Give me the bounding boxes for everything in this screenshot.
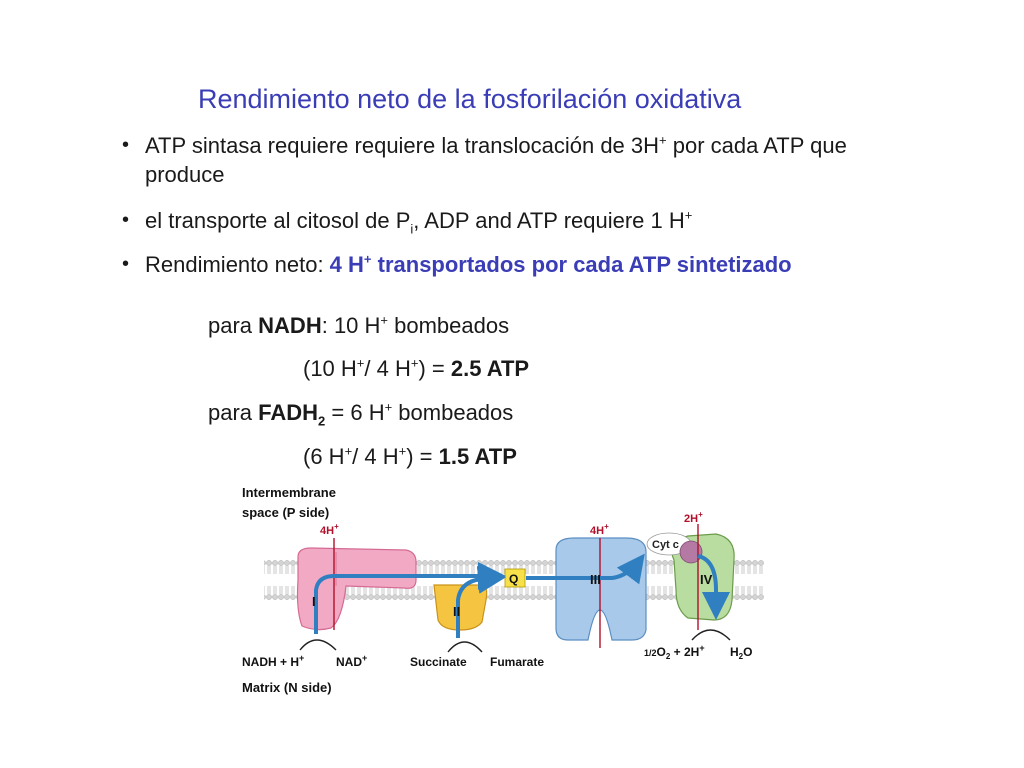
bullet-1-sup: + <box>659 132 667 148</box>
svg-text:Fumarate: Fumarate <box>490 655 544 669</box>
svg-text:IV: IV <box>700 572 713 587</box>
bullet-3-highlight: 4 H <box>329 252 364 277</box>
svg-text:Cyt c: Cyt c <box>652 539 679 551</box>
electron-transport-chain-diagram: Intermembrane space (P side) 4H+ 4H+ 2H+… <box>242 485 764 695</box>
oxygen-label: 1/2O2 + 2H+ <box>644 643 705 661</box>
complex-i <box>296 547 417 631</box>
svg-text:Succinate: Succinate <box>410 655 467 669</box>
bullet-1-text-end: por cada ATP que <box>666 133 847 158</box>
svg-text:Matrix (N side): Matrix (N side) <box>242 680 332 695</box>
svg-text:Intermembrane: Intermembrane <box>242 485 336 500</box>
succinate-arc <box>447 641 483 653</box>
fadh2-result: 1.5 ATP <box>438 444 517 469</box>
nad-label: NAD+ <box>336 653 367 669</box>
proton-2h-iv: 2H+ <box>684 510 703 525</box>
slide-title: Rendimiento neto de la fosforilación oxi… <box>198 84 742 114</box>
nadh-line: para NADH: 10 H+ bombeados <box>208 312 510 338</box>
nadh-h-label: NADH + H+ <box>242 653 304 669</box>
nadh-equation: (10 H+/ 4 H+) = 2.5 ATP <box>303 355 530 381</box>
complex-iii-label: III <box>590 572 601 587</box>
succinate-label: Succinate <box>410 655 467 669</box>
svg-text:space (P side): space (P side) <box>242 505 329 520</box>
fadh2-equation: (6 H+/ 4 H+) = 1.5 ATP <box>303 443 517 469</box>
p-side-label-2: space (P side) <box>242 505 329 520</box>
svg-text:III: III <box>590 572 601 587</box>
nadh-arc <box>299 639 337 651</box>
cyt-c-label: Cyt c <box>652 539 679 551</box>
svg-text:II: II <box>453 604 460 619</box>
proton-4h-iii: 4H+ <box>590 522 609 537</box>
bullet-3-text: Rendimiento neto: <box>145 252 330 277</box>
complex-ii-label: II <box>453 604 460 619</box>
electron-arrow-iv <box>697 554 730 620</box>
fadh2-label: FADH2 <box>258 400 326 429</box>
bullet-dot: • <box>122 134 130 156</box>
complex-iv-label: IV <box>700 572 713 587</box>
bullet-2-text-end: , ADP and ATP requiere 1 H <box>413 208 685 233</box>
bullet-2-sup: + <box>684 207 693 223</box>
fumarate-label: Fumarate <box>490 655 544 669</box>
p-side-label-1: Intermembrane <box>242 485 336 500</box>
oxygen-arc <box>691 629 731 641</box>
bullet-dot: • <box>122 253 130 275</box>
bullet-3-sup: + <box>363 251 372 267</box>
q-label: Q <box>509 572 518 586</box>
nadh-result: 2.5 ATP <box>450 356 530 381</box>
n-side-label: Matrix (N side) <box>242 680 332 695</box>
svg-text:I: I <box>312 594 316 609</box>
bullet-2-sub: i <box>410 221 414 237</box>
fadh2-line: para FADH2 = 6 H+ bombeados <box>208 399 514 429</box>
electron-arrow-ii <box>456 565 506 638</box>
complex-iii <box>555 537 647 641</box>
electron-arrow-i <box>314 562 506 634</box>
bullet-3-highlight-end: transportados por cada ATP sintetizado <box>371 252 792 277</box>
bullet-1-line-2: produce <box>145 162 225 187</box>
svg-text:Q: Q <box>509 572 518 586</box>
nadh-label: NADH <box>258 313 322 338</box>
proton-4h-i: 4H+ <box>320 522 339 537</box>
electron-arrow-iii <box>526 553 645 585</box>
bullet-dot: • <box>122 209 130 231</box>
bullet-2-text: el transporte al citosol de P <box>145 208 411 233</box>
cyt-c-protein <box>679 540 703 564</box>
bullet-1-text: ATP sintasa requiere requiere la translo… <box>145 133 660 158</box>
complex-i-label: I <box>312 594 316 609</box>
water-label: H2O <box>730 645 752 661</box>
